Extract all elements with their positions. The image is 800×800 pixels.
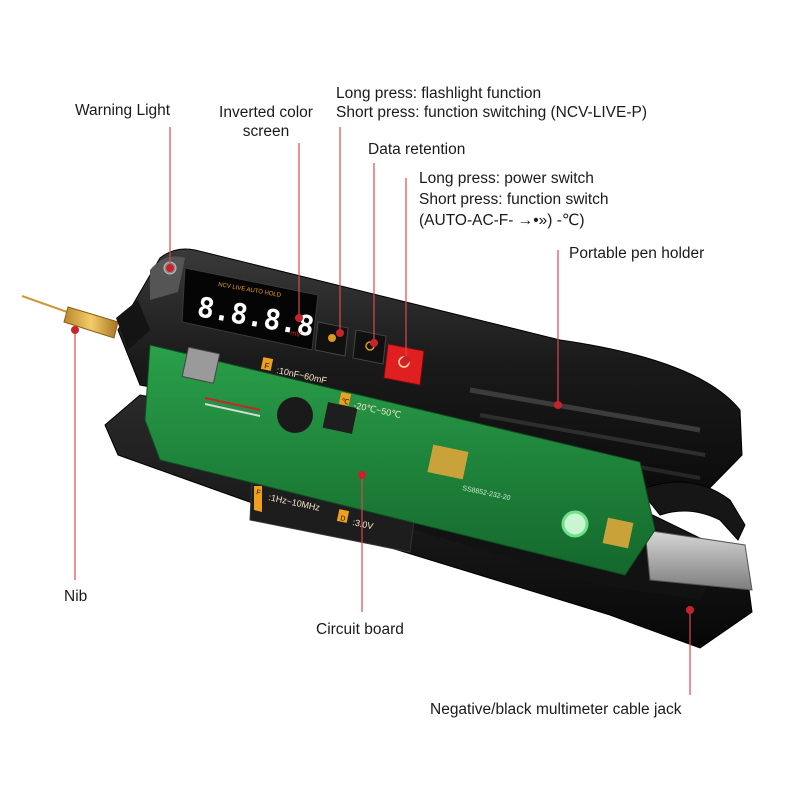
label-pen-holder: Portable pen holder [569, 245, 705, 262]
freq-icon: F [256, 489, 262, 497]
voltage-value: :3.0V [352, 517, 375, 531]
label-nib: Nib [64, 588, 88, 605]
callout-lines [71, 127, 694, 695]
label-power-line2: Short press: function switch [419, 191, 609, 208]
cap-icon: F [264, 361, 271, 371]
power-button[interactable] [383, 343, 425, 386]
label-flashlight: Long press: flashlight function Short pr… [336, 84, 647, 122]
display-screen: 8.8.8.8 NCV LIVE AUTO HOLD mV [181, 267, 319, 351]
circuit-board: SS8852-232-20 F :10nF~60mF ℃ -20℃~50℃ [144, 344, 656, 576]
volt-icon: D [340, 515, 346, 523]
label-cable-jack: Negative/black multimeter cable jack [430, 701, 682, 718]
label-power-line1: Long press: power switch [419, 170, 594, 187]
label-flashlight-line1: Long press: flashlight function [336, 85, 542, 102]
label-circuit-board: Circuit board [316, 621, 404, 638]
label-inverted-screen-line2: screen [242, 123, 290, 140]
label-inverted-screen: Inverted color screen [208, 103, 324, 141]
pen-holder-clip [639, 481, 746, 541]
hold-button[interactable] [352, 329, 387, 365]
label-warning-light: Warning Light [75, 102, 171, 119]
label-flashlight-line2: Short press: function switching (NCV-LIV… [336, 104, 647, 121]
nib [21, 295, 150, 350]
button-group [314, 321, 425, 386]
label-data-retention: Data retention [368, 141, 466, 158]
label-power-line3: (AUTO-AC-F- →•») -℃) [419, 212, 585, 229]
svg-text:mV: mV [290, 330, 302, 339]
temp-icon: ℃ [341, 398, 350, 407]
label-inverted-screen-line1: Inverted color [219, 104, 313, 121]
label-power: Long press: power switch Short press: fu… [419, 168, 609, 231]
